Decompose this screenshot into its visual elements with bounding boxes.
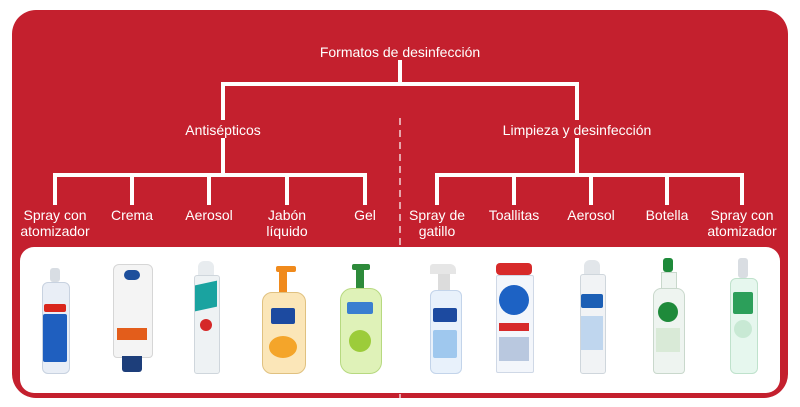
gel-pump-icon xyxy=(340,264,382,374)
cream-tube-icon xyxy=(113,264,153,372)
aerosol-can-icon xyxy=(580,260,606,374)
leaf-label-line: Aerosol xyxy=(567,207,615,223)
leaf-toallitas: Toallitas xyxy=(489,207,540,223)
wipes-canister-icon xyxy=(496,263,534,373)
leaf-spray-atomizador-limpieza: Spray con atomizador xyxy=(707,207,776,239)
leaf-label-line: gatillo xyxy=(418,223,456,239)
leaf-label-line: atomizador xyxy=(20,223,90,239)
leaf-label-line: Toallitas xyxy=(488,207,540,223)
leaf-label-line: Crema xyxy=(110,207,154,223)
leaf-label-line: Aerosol xyxy=(185,207,233,223)
leaf-aerosol-limpieza: Aerosol xyxy=(567,207,614,223)
leaf-label-line: Botella xyxy=(645,207,689,223)
leaf-label-line: Jabón xyxy=(267,207,307,223)
leaf-label-line: Spray de xyxy=(408,207,466,223)
leaf-label-line: Spray con xyxy=(710,207,774,223)
leaf-spray-gatillo: Spray de gatillo xyxy=(409,207,465,239)
soap-pump-icon xyxy=(262,266,306,374)
leaf-label-line: atomizador xyxy=(707,223,777,239)
root-node: Formatos de desinfección xyxy=(319,44,481,60)
leaf-label-line: líquido xyxy=(266,223,308,239)
spray-bottle-icon xyxy=(730,258,758,374)
leaf-botella: Botella xyxy=(646,207,689,223)
leaf-jabon-liquido: Jabón líquido xyxy=(266,207,307,239)
leaf-crema: Crema xyxy=(111,207,153,223)
trigger-spray-icon xyxy=(428,264,462,374)
branch-antisepticos: Antisépticos xyxy=(185,122,261,138)
leaf-gel: Gel xyxy=(354,207,376,223)
leaf-label-line: Spray con xyxy=(23,207,87,223)
leaf-aerosol: Aerosol xyxy=(185,207,232,223)
branch-limpieza: Limpieza y desinfección xyxy=(502,122,652,138)
spray-bottle-icon xyxy=(40,268,70,374)
aerosol-can-icon xyxy=(194,261,220,374)
leaf-label-line: Gel xyxy=(354,207,376,223)
cleaner-bottle-icon xyxy=(653,258,685,374)
leaf-spray-atomizador: Spray con atomizador xyxy=(20,207,89,239)
